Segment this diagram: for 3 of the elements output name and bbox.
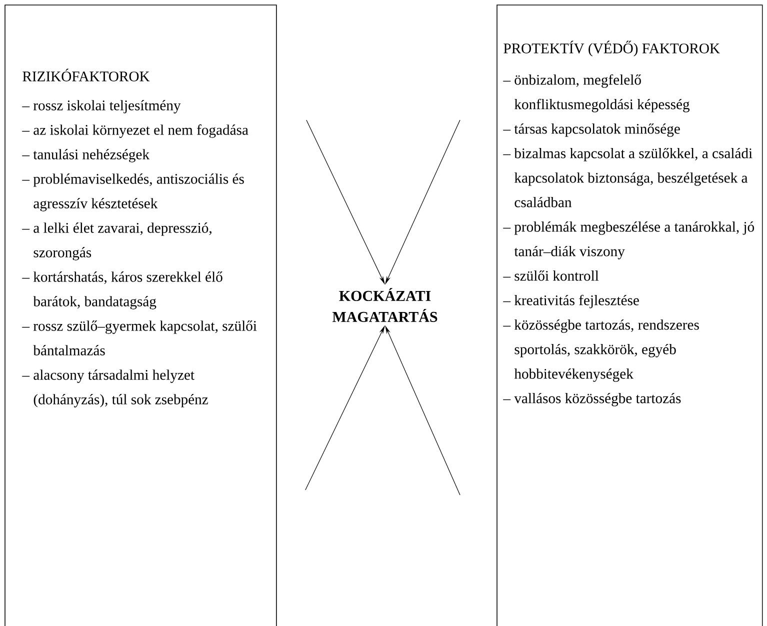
text-box: PROTEKTÍV (VÉDŐ) FAKTOROK – önbizalom, megfelelő konfliktusmegoldási képesség – társas kapcsolatok minősége – bizalmas kapcsolat a szülőkkel, a családi kapcsolatok biztonsága, beszélgetések a családban – problémák megbeszélése a tanárokkal, jó tanár–diák viszony – szülői kontroll – kreativitás fejlesztése – közösségbe tartozás, rendszeres sportolás, szakkörök, egyéb hobbitevékenységek – vallásos közösségbe tartozás xyxy=(496,4,763,626)
center-label: KOCKÁZATI MAGATARTÁS xyxy=(332,288,438,322)
text-box: RIZIKÓFAKTOROK – rossz iskolai teljesítmény – az iskolai környezet el nem fogadása – tanulási nehézségek – problémaviselkedés, antiszociális és agresszív késztetések – a lelki élet zavarai, depresszió, szorongás – kortárshatás, káros szerekkel élő barátok, bandatagság – rossz szülő–gyermek kapcsolat, szülői bántalmazás – alacsony társadalmi helyzet (dohányzás), túl sok zsebpénz xyxy=(4,4,277,626)
